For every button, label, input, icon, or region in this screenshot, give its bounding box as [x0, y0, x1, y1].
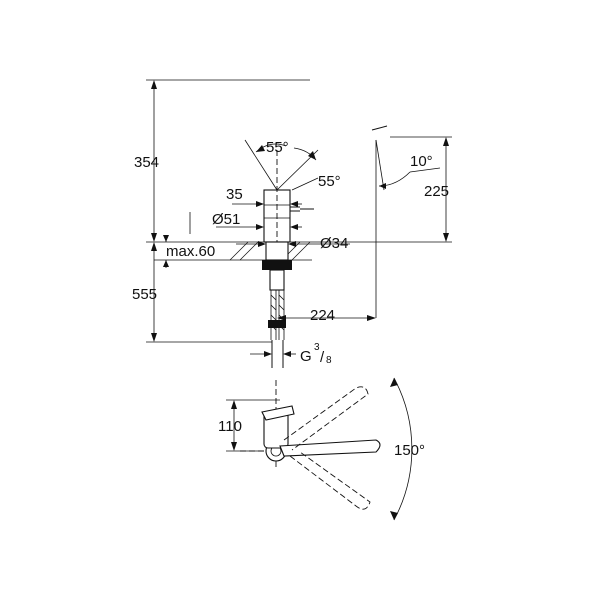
thread-callout — [250, 351, 296, 357]
label-150deg: 150° — [394, 442, 425, 459]
mounting-stem — [262, 260, 292, 291]
dimension-354 — [146, 79, 310, 243]
thread-g: G — [300, 348, 312, 365]
thread-num: 3 — [314, 342, 320, 353]
label-35: 35 — [226, 186, 243, 203]
dimension-d51 — [189, 212, 302, 234]
dimension-55deg-a — [244, 139, 319, 191]
label-d51: Ø51 — [212, 211, 240, 228]
dimension-110 — [226, 399, 280, 452]
spout — [262, 69, 389, 190]
dimension-35 — [232, 201, 302, 207]
label-55deg-b: 55° — [318, 173, 341, 190]
thread-slash: / — [320, 349, 325, 366]
dimension-224 — [277, 315, 376, 321]
dimension-225 — [312, 136, 452, 243]
tap-body — [263, 189, 314, 243]
dimension-max60 — [154, 235, 228, 268]
plan-view — [240, 380, 381, 510]
label-354: 354 — [134, 154, 159, 171]
label-10deg: 10° — [410, 153, 433, 170]
dimension-150deg — [390, 377, 413, 521]
label-555: 555 — [132, 286, 157, 303]
label-224: 224 — [310, 307, 335, 324]
worktop — [228, 241, 312, 261]
label-max60: max.60 — [166, 243, 215, 260]
label-225: 225 — [424, 183, 449, 200]
supply-hoses — [268, 290, 286, 368]
label-55deg-a: 55° — [266, 139, 289, 156]
dimension-10deg — [375, 139, 441, 318]
dimension-55deg-b — [291, 177, 319, 191]
thread-den: 8 — [326, 355, 332, 366]
dimension-d34 — [236, 241, 350, 247]
label-110: 110 — [218, 418, 242, 435]
label-d34: Ø34 — [320, 235, 348, 252]
